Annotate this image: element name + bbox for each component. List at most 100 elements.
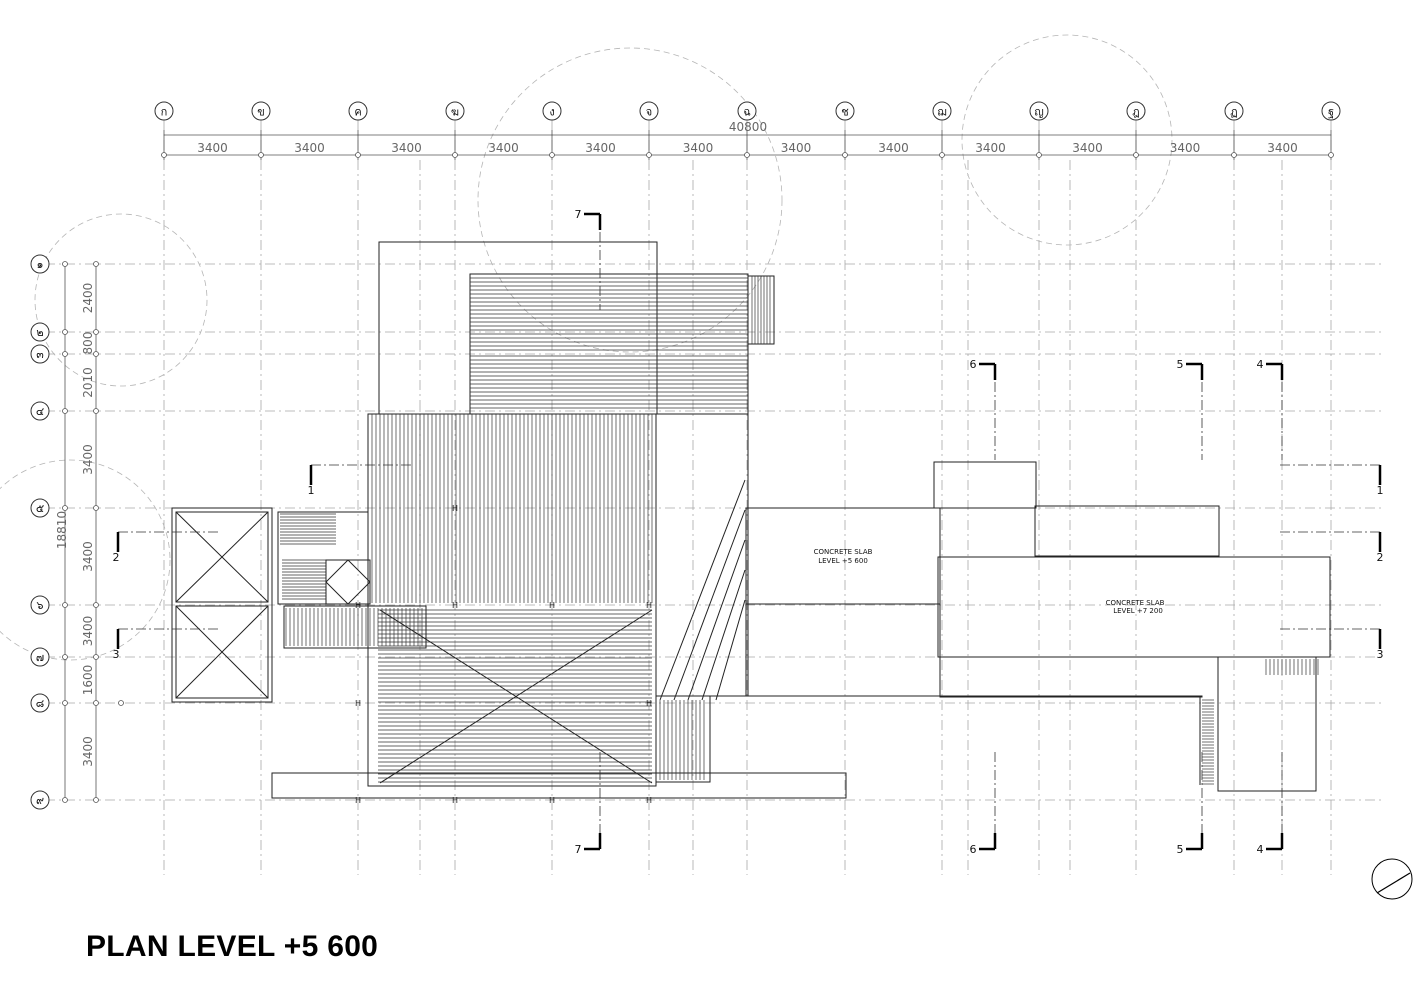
dimension-value: 3400 bbox=[683, 141, 714, 155]
dimension-value: 3400 bbox=[975, 141, 1006, 155]
grid-column-label: ฎ bbox=[1132, 106, 1139, 119]
dimension-node bbox=[62, 602, 68, 608]
section-marker: 7 bbox=[575, 208, 602, 310]
section-marker: 5 bbox=[1177, 358, 1204, 460]
grid-bubble bbox=[30, 254, 50, 274]
section-label: 1 bbox=[1377, 484, 1384, 497]
dimension-value: 3400 bbox=[391, 141, 422, 155]
grid-bubble bbox=[639, 101, 659, 121]
dimension-value: 3400 bbox=[81, 541, 95, 572]
dimension-value: 3400 bbox=[878, 141, 909, 155]
dimension-value: 2400 bbox=[81, 283, 95, 314]
grid-bubble bbox=[1029, 101, 1049, 121]
stair-outline bbox=[283, 605, 427, 649]
slab-label-line2: LEVEL +5 600 bbox=[818, 557, 868, 565]
void-outline bbox=[655, 413, 749, 697]
dimension-node bbox=[62, 797, 68, 803]
column-marker: H bbox=[549, 601, 555, 610]
tree-canopy-circles bbox=[0, 34, 1173, 661]
dimension-node bbox=[1328, 152, 1334, 158]
stair-hatch bbox=[285, 608, 423, 646]
roof-hatch bbox=[371, 414, 653, 603]
dimension-node bbox=[93, 602, 99, 608]
grid-column-label: ฌ bbox=[937, 106, 946, 119]
grid-bubble bbox=[1126, 101, 1146, 121]
section-label: 2 bbox=[1377, 551, 1384, 564]
slab-outline bbox=[745, 507, 941, 697]
diagonal-line bbox=[379, 609, 653, 784]
terrace-outline bbox=[271, 772, 847, 799]
stair-landing bbox=[325, 559, 371, 605]
dimension-node bbox=[93, 654, 99, 660]
grid-column-label: ก bbox=[161, 106, 168, 119]
section-label: 4 bbox=[1257, 843, 1264, 856]
grid-bubble bbox=[30, 498, 50, 518]
slab-outline bbox=[937, 556, 1331, 658]
grid-column-label: ฉ bbox=[743, 106, 751, 119]
dimension-value: 1600 bbox=[81, 665, 95, 696]
section-marker: 1 bbox=[308, 464, 411, 497]
dimension-node bbox=[93, 351, 99, 357]
dimension-node bbox=[62, 700, 68, 706]
tree-canopy bbox=[0, 459, 171, 661]
section-label: 2 bbox=[113, 551, 120, 564]
tree-canopy bbox=[34, 213, 208, 387]
diagonal-line bbox=[673, 509, 746, 701]
roof-hatch bbox=[470, 355, 748, 409]
dimension-node bbox=[258, 152, 264, 158]
diagonal-line bbox=[701, 569, 746, 701]
grid-row-label: ๓ bbox=[36, 348, 44, 361]
stair-hatch bbox=[280, 513, 336, 545]
grid-column-label: ญ bbox=[1034, 106, 1043, 119]
grid-bubble bbox=[30, 693, 50, 713]
section-marker: 3 bbox=[1280, 628, 1384, 661]
diagonal-line bbox=[347, 581, 371, 605]
dimension-node bbox=[1036, 152, 1042, 158]
column-marker: H bbox=[355, 601, 361, 610]
grid-row-label: ๖ bbox=[37, 599, 44, 612]
canopy-hatch bbox=[751, 276, 771, 344]
stair-hatch bbox=[659, 700, 705, 780]
diagonal-line bbox=[347, 559, 371, 583]
dimension-node bbox=[93, 797, 99, 803]
dimension-node bbox=[161, 152, 167, 158]
column-marker: H bbox=[452, 601, 458, 610]
dimension-node bbox=[744, 152, 750, 158]
annex-room bbox=[175, 605, 269, 699]
stair-outline bbox=[655, 695, 711, 783]
grid-bubble bbox=[1224, 101, 1244, 121]
grid-bubble bbox=[30, 322, 50, 342]
grid-bubbles: กขคฆงจฉชฌญฎฏฐ๑๒๓๔๕๖๗๘๙ bbox=[30, 101, 1341, 810]
annex-room bbox=[175, 511, 269, 603]
dimension-node bbox=[62, 505, 68, 511]
dimension-node bbox=[355, 152, 361, 158]
diagonal-line bbox=[715, 599, 746, 701]
section-marker: 4 bbox=[1257, 752, 1284, 856]
section-marker: 7 bbox=[575, 752, 602, 856]
dimension-node bbox=[939, 152, 945, 158]
section-label: 3 bbox=[1377, 648, 1384, 661]
dimension-value: 3400 bbox=[1072, 141, 1103, 155]
grid-bubble bbox=[348, 101, 368, 121]
section-label: 5 bbox=[1177, 358, 1184, 371]
section-label: 7 bbox=[575, 208, 582, 221]
dimension-node bbox=[842, 152, 848, 158]
diagonal-line bbox=[325, 559, 349, 583]
dimension-node bbox=[646, 152, 652, 158]
annex-outline bbox=[171, 507, 273, 703]
grid-column-label: ข bbox=[257, 106, 265, 119]
dimension-node bbox=[452, 152, 458, 158]
dimension-node bbox=[62, 351, 68, 357]
grid-bubble bbox=[835, 101, 855, 121]
section-marker: 6 bbox=[970, 752, 997, 856]
section-marker: 1 bbox=[1280, 464, 1384, 497]
grid-column-label: ค bbox=[354, 106, 361, 119]
grid-column-label: ฏ bbox=[1230, 106, 1237, 119]
dimension-node bbox=[62, 654, 68, 660]
section-marker: 5 bbox=[1177, 752, 1204, 856]
slab-label-line2: LEVEL +7 200 bbox=[1113, 607, 1163, 615]
grid-bubble bbox=[932, 101, 952, 121]
grid-bubble bbox=[445, 101, 465, 121]
grid-bubble bbox=[542, 101, 562, 121]
